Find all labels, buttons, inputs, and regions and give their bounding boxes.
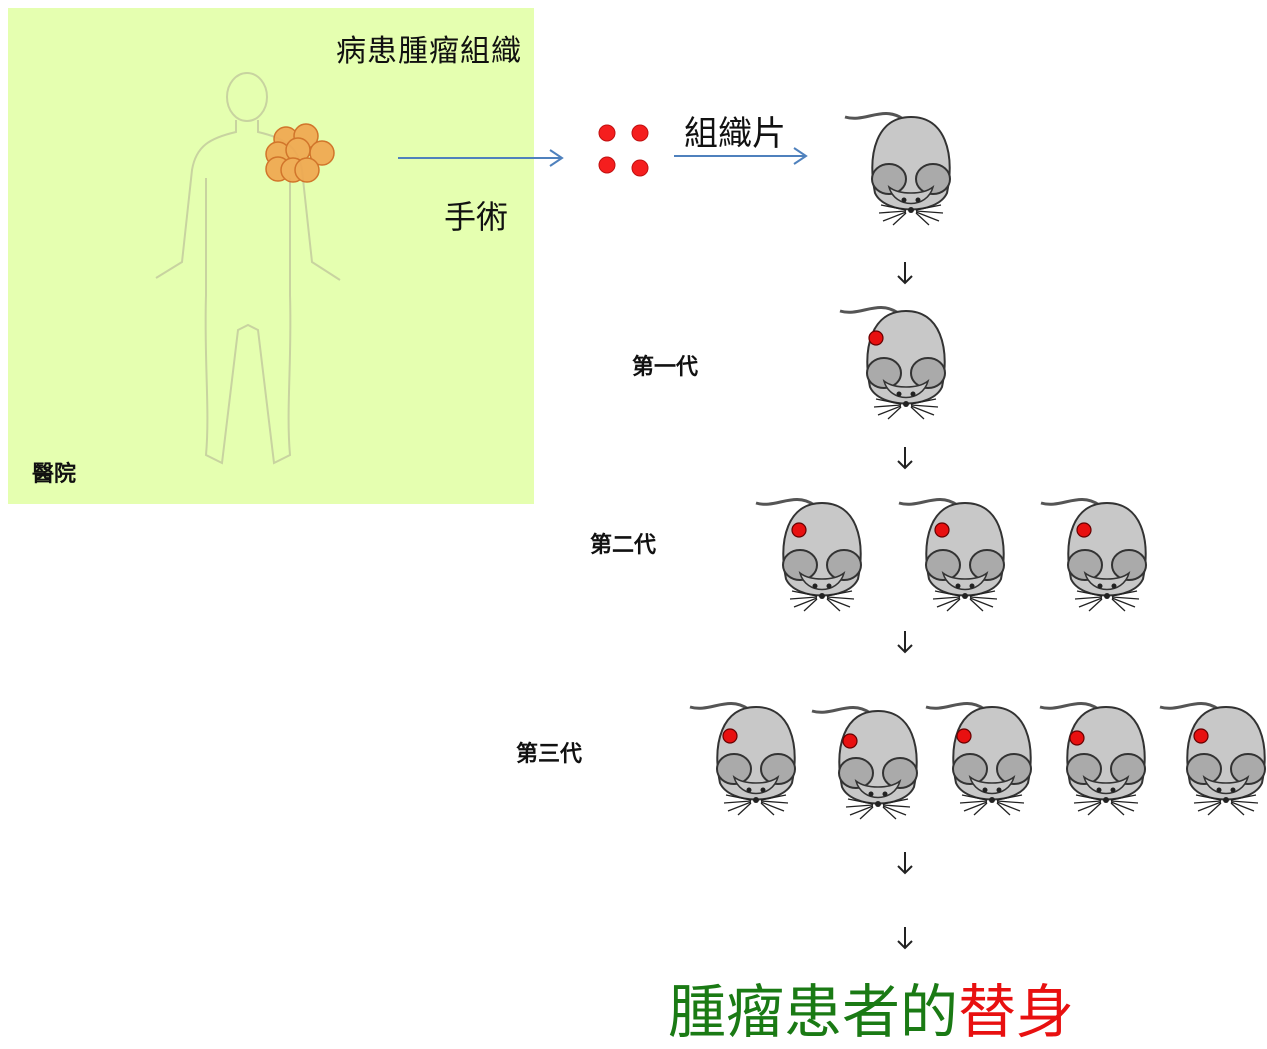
tumor-dot — [1193, 728, 1209, 744]
generation-1-label: 第一代 — [632, 355, 699, 380]
mouse-recipient — [843, 112, 952, 227]
mouse-gen3-2 — [810, 706, 919, 821]
generation-2-label: 第二代 — [590, 533, 657, 558]
down-arrow-icon — [897, 926, 913, 949]
mouse-gen3-5 — [1158, 702, 1267, 817]
mouse-gen3-4 — [1038, 702, 1147, 817]
result-caption-highlight: 替身 — [958, 978, 1075, 1046]
down-arrow-icon — [897, 261, 913, 284]
slice-arrow — [674, 147, 808, 165]
mouse-gen3-1 — [688, 702, 797, 817]
hospital-panel: 病患腫瘤組織 醫院 — [8, 8, 534, 504]
tumor-dot — [868, 330, 884, 346]
down-arrow-icon — [897, 446, 913, 469]
surgery-arrow — [398, 149, 564, 167]
tumor-dot — [956, 728, 972, 744]
mouse-gen1 — [838, 306, 947, 421]
mouse-gen2-3 — [1039, 498, 1148, 613]
panel-title: 病患腫瘤組織 — [336, 34, 522, 69]
tumor-dot — [791, 522, 807, 538]
surgery-label: 手術 — [444, 198, 509, 236]
tumor-cluster — [265, 123, 335, 183]
tumor-dot — [1076, 522, 1092, 538]
down-arrow-icon — [897, 851, 913, 874]
generation-3-label: 第三代 — [516, 742, 583, 767]
hospital-label: 醫院 — [32, 462, 77, 487]
tumor-dot — [722, 728, 738, 744]
tumor-dot — [934, 522, 950, 538]
result-caption: 腫瘤患者的替身 — [668, 965, 1074, 1049]
tissue-pieces — [598, 124, 649, 177]
tumor-dot — [1069, 730, 1085, 746]
result-caption-main: 腫瘤患者的 — [668, 978, 959, 1046]
mouse-gen2-2 — [897, 498, 1006, 613]
tissue-slice-label: 組織片 — [684, 114, 786, 154]
tumor-dot — [842, 733, 858, 749]
mouse-gen2-1 — [754, 498, 863, 613]
down-arrow-icon — [897, 630, 913, 653]
mouse-gen3-3 — [924, 702, 1033, 817]
